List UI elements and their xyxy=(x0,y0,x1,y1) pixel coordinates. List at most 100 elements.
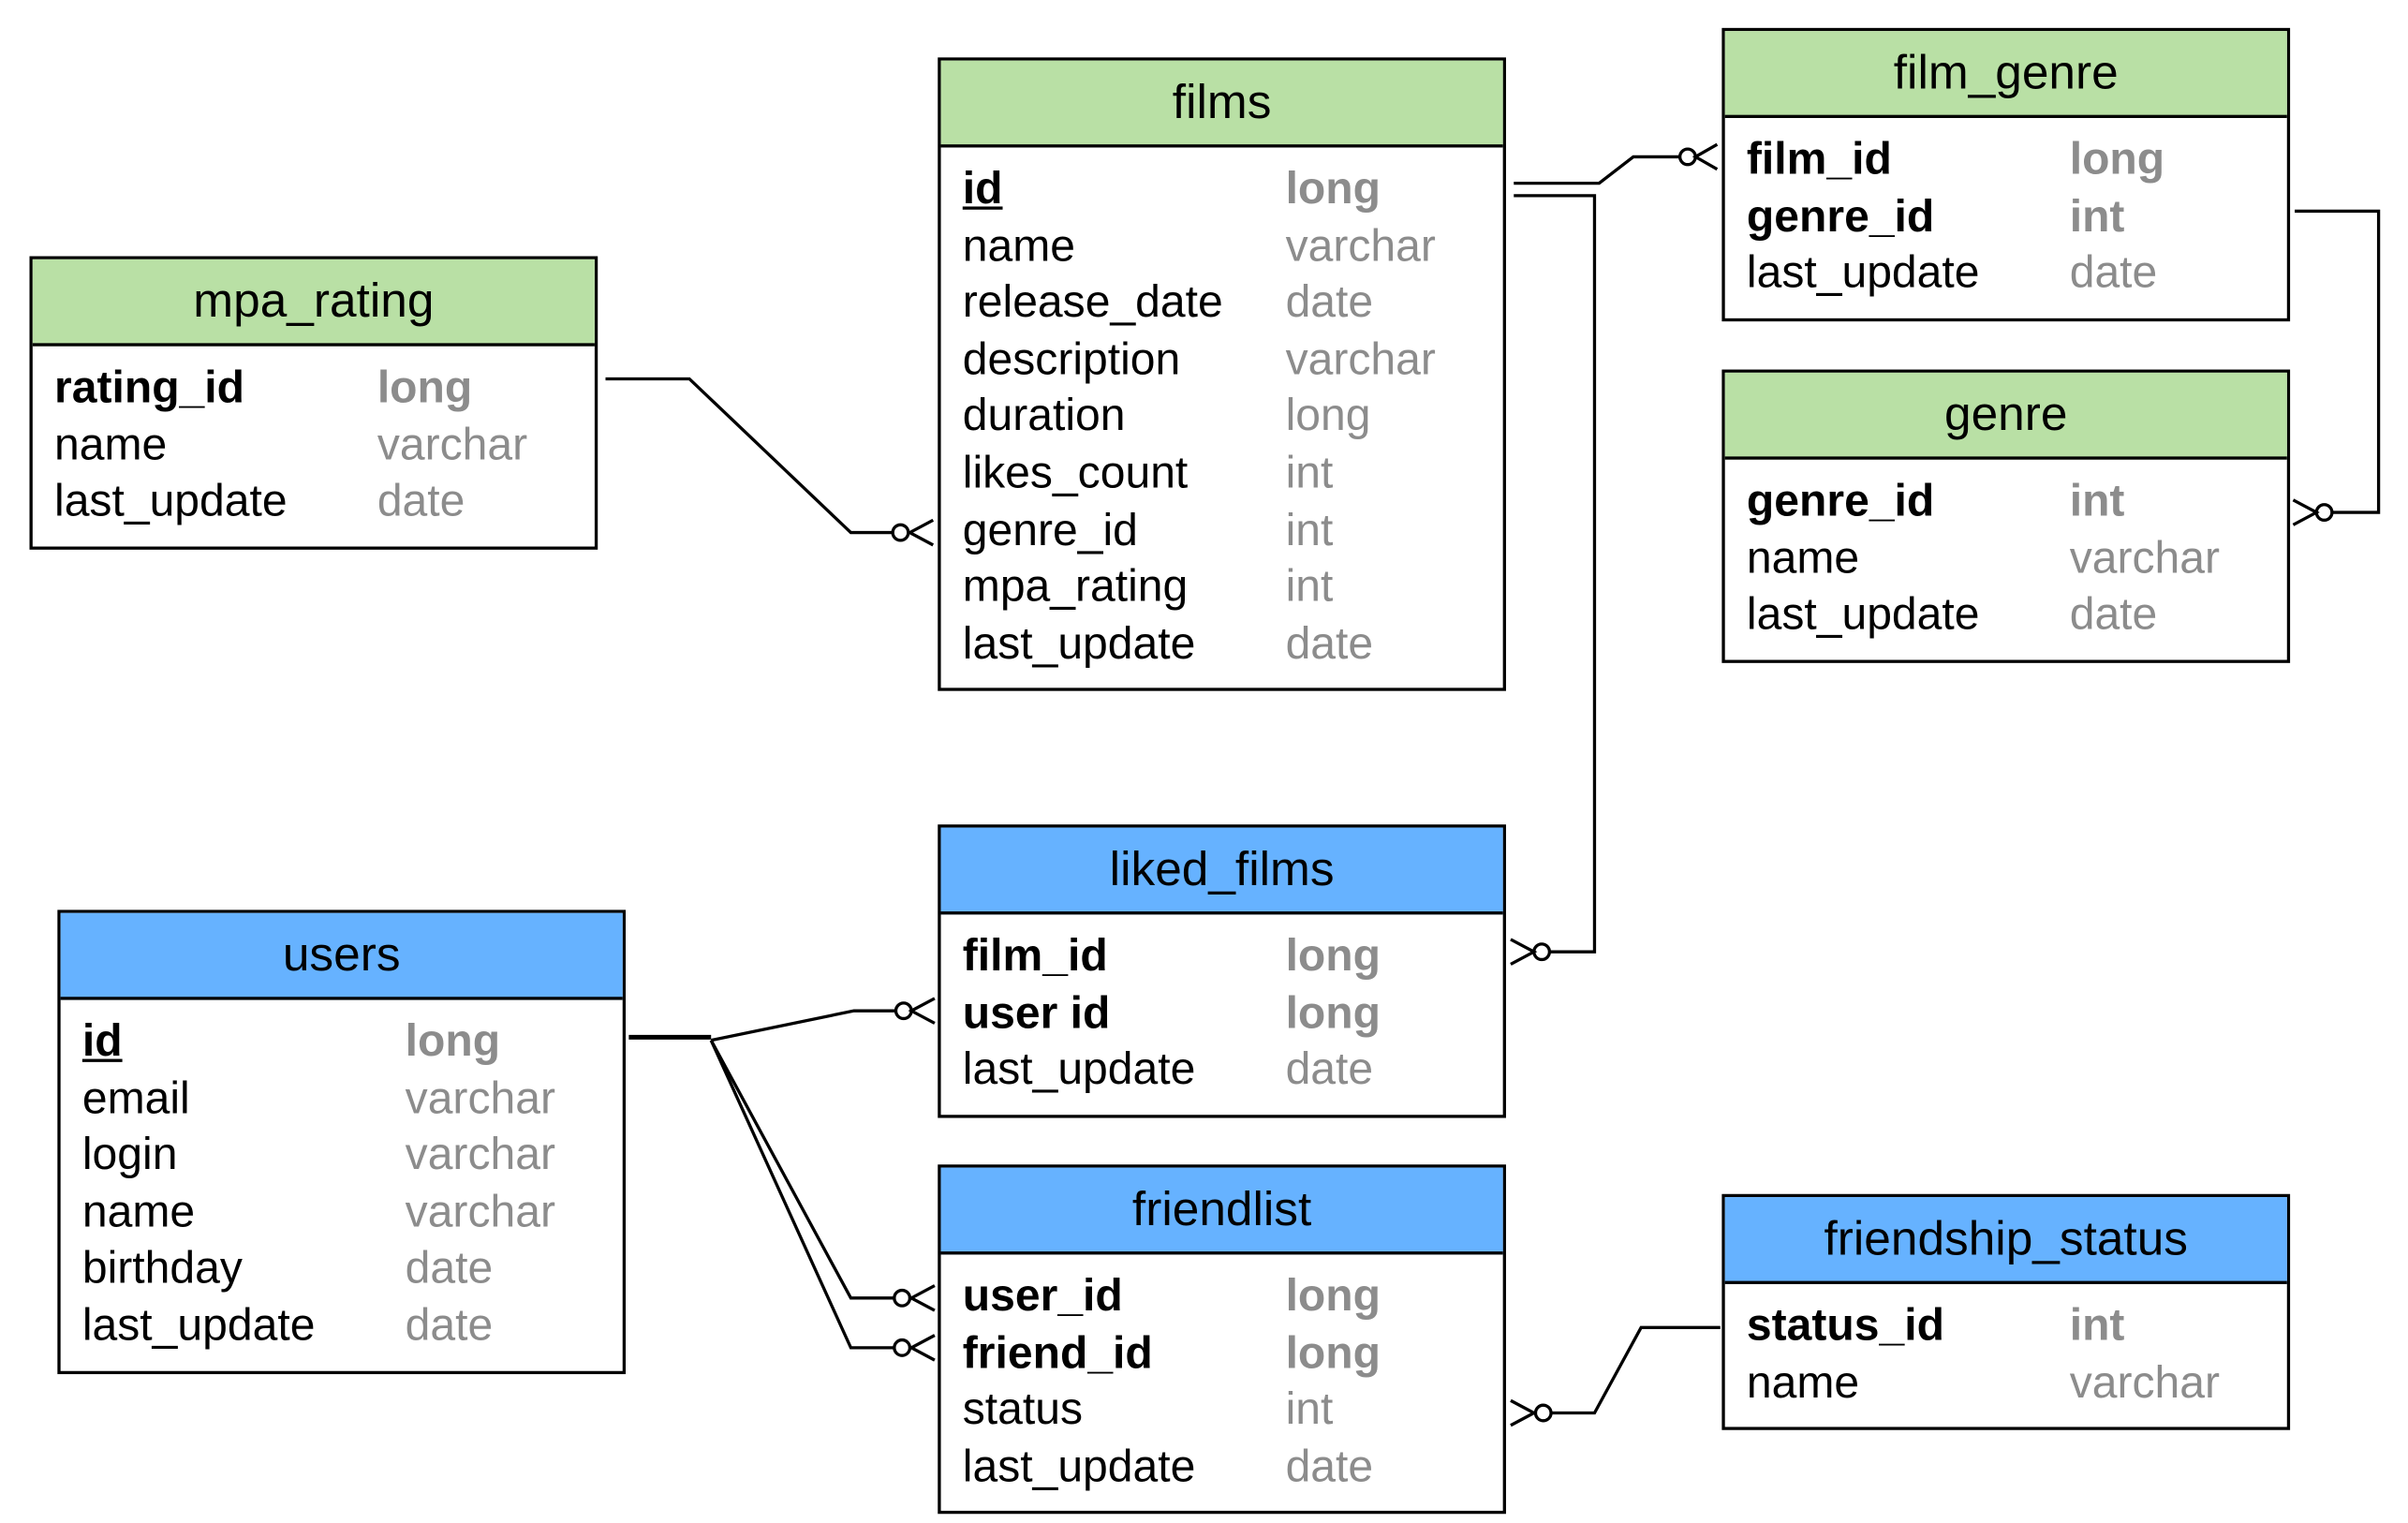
field-name: last_update xyxy=(962,1044,1196,1095)
link-users-liked-films xyxy=(628,997,936,1042)
field-name: name xyxy=(54,420,168,470)
field-name: last_update xyxy=(81,1301,316,1352)
field-type: varchar xyxy=(2069,533,2221,584)
field-type: date xyxy=(1285,619,1374,670)
field-row: last_update date xyxy=(1725,587,2287,644)
field-name: name xyxy=(1746,1357,1860,1408)
entity-title: genre xyxy=(1724,372,2287,460)
field-type: long xyxy=(377,362,473,413)
field-row: status int xyxy=(941,1383,1503,1440)
field-type: varchar xyxy=(405,1131,555,1181)
field-name: duration xyxy=(962,392,1126,442)
field-row: genre_id int xyxy=(941,502,1503,559)
field-type: date xyxy=(1285,278,1374,329)
field-type: varchar xyxy=(1285,221,1436,272)
field-row: rating_id long xyxy=(33,361,595,418)
field-type: varchar xyxy=(405,1187,555,1237)
field-name: likes_count xyxy=(962,449,1189,499)
link-films-film-genre xyxy=(1514,142,1719,185)
entity-title: film_genre xyxy=(1724,31,2287,118)
field-row: last_update date xyxy=(61,1298,623,1355)
field-row: last_update date xyxy=(33,474,595,531)
field-name: friend_id xyxy=(962,1328,1153,1379)
field-row: birthday date xyxy=(61,1241,623,1298)
field-type: date xyxy=(405,1301,494,1352)
field-row: id long xyxy=(61,1013,623,1071)
link-users-friendlist-user-id xyxy=(709,1039,936,1312)
field-name: last_update xyxy=(1746,590,1980,641)
field-name: genre_id xyxy=(1746,191,1935,242)
field-row: email varchar xyxy=(61,1071,623,1128)
field-name: name xyxy=(1746,533,1860,584)
field-type: int xyxy=(1285,449,1334,499)
field-row: name varchar xyxy=(1725,1354,2287,1412)
field-name: rating_id xyxy=(54,362,245,413)
field-name: genre_id xyxy=(962,505,1138,555)
field-type: int xyxy=(1285,505,1334,555)
field-name: email xyxy=(81,1073,190,1124)
field-name: user_id xyxy=(962,1271,1123,1322)
field-name: name xyxy=(81,1187,196,1237)
field-type: int xyxy=(2069,191,2125,242)
field-type: long xyxy=(405,1016,501,1067)
field-row: duration long xyxy=(941,389,1503,446)
field-name: status xyxy=(962,1384,1084,1436)
field-name: film_id xyxy=(962,931,1108,982)
field-row: name varchar xyxy=(61,1184,623,1241)
field-row: name varchar xyxy=(1725,530,2287,587)
link-friendship-status-friendlist xyxy=(1510,1325,1721,1427)
field-row: release_date date xyxy=(941,275,1503,333)
field-name: id xyxy=(81,1016,123,1067)
field-type: varchar xyxy=(2069,1357,2221,1408)
link-films-liked-films xyxy=(1510,194,1597,966)
field-name: description xyxy=(962,334,1181,385)
field-type: date xyxy=(405,1244,494,1294)
field-type: long xyxy=(1285,392,1371,442)
field-name: last_update xyxy=(1746,248,1980,299)
field-type: int xyxy=(1285,1384,1334,1436)
field-type: long xyxy=(1285,988,1381,1039)
entity-title: friendship_status xyxy=(1724,1197,2287,1284)
entity-title: films xyxy=(940,60,1503,148)
field-type: long xyxy=(1285,164,1381,214)
entity-title: mpa_rating xyxy=(32,259,595,347)
field-name: id xyxy=(962,164,1003,214)
field-row: likes_count int xyxy=(941,446,1503,503)
field-type: long xyxy=(2069,135,2165,185)
field-name: last_update xyxy=(54,477,288,527)
field-type: int xyxy=(2069,1301,2125,1352)
field-type: long xyxy=(1285,931,1381,982)
field-type: int xyxy=(1285,562,1334,613)
field-name: release_date xyxy=(962,278,1223,329)
field-type: varchar xyxy=(405,1073,555,1124)
field-type: date xyxy=(2069,590,2158,641)
field-name: birthday xyxy=(81,1244,243,1294)
field-type: date xyxy=(377,477,465,527)
